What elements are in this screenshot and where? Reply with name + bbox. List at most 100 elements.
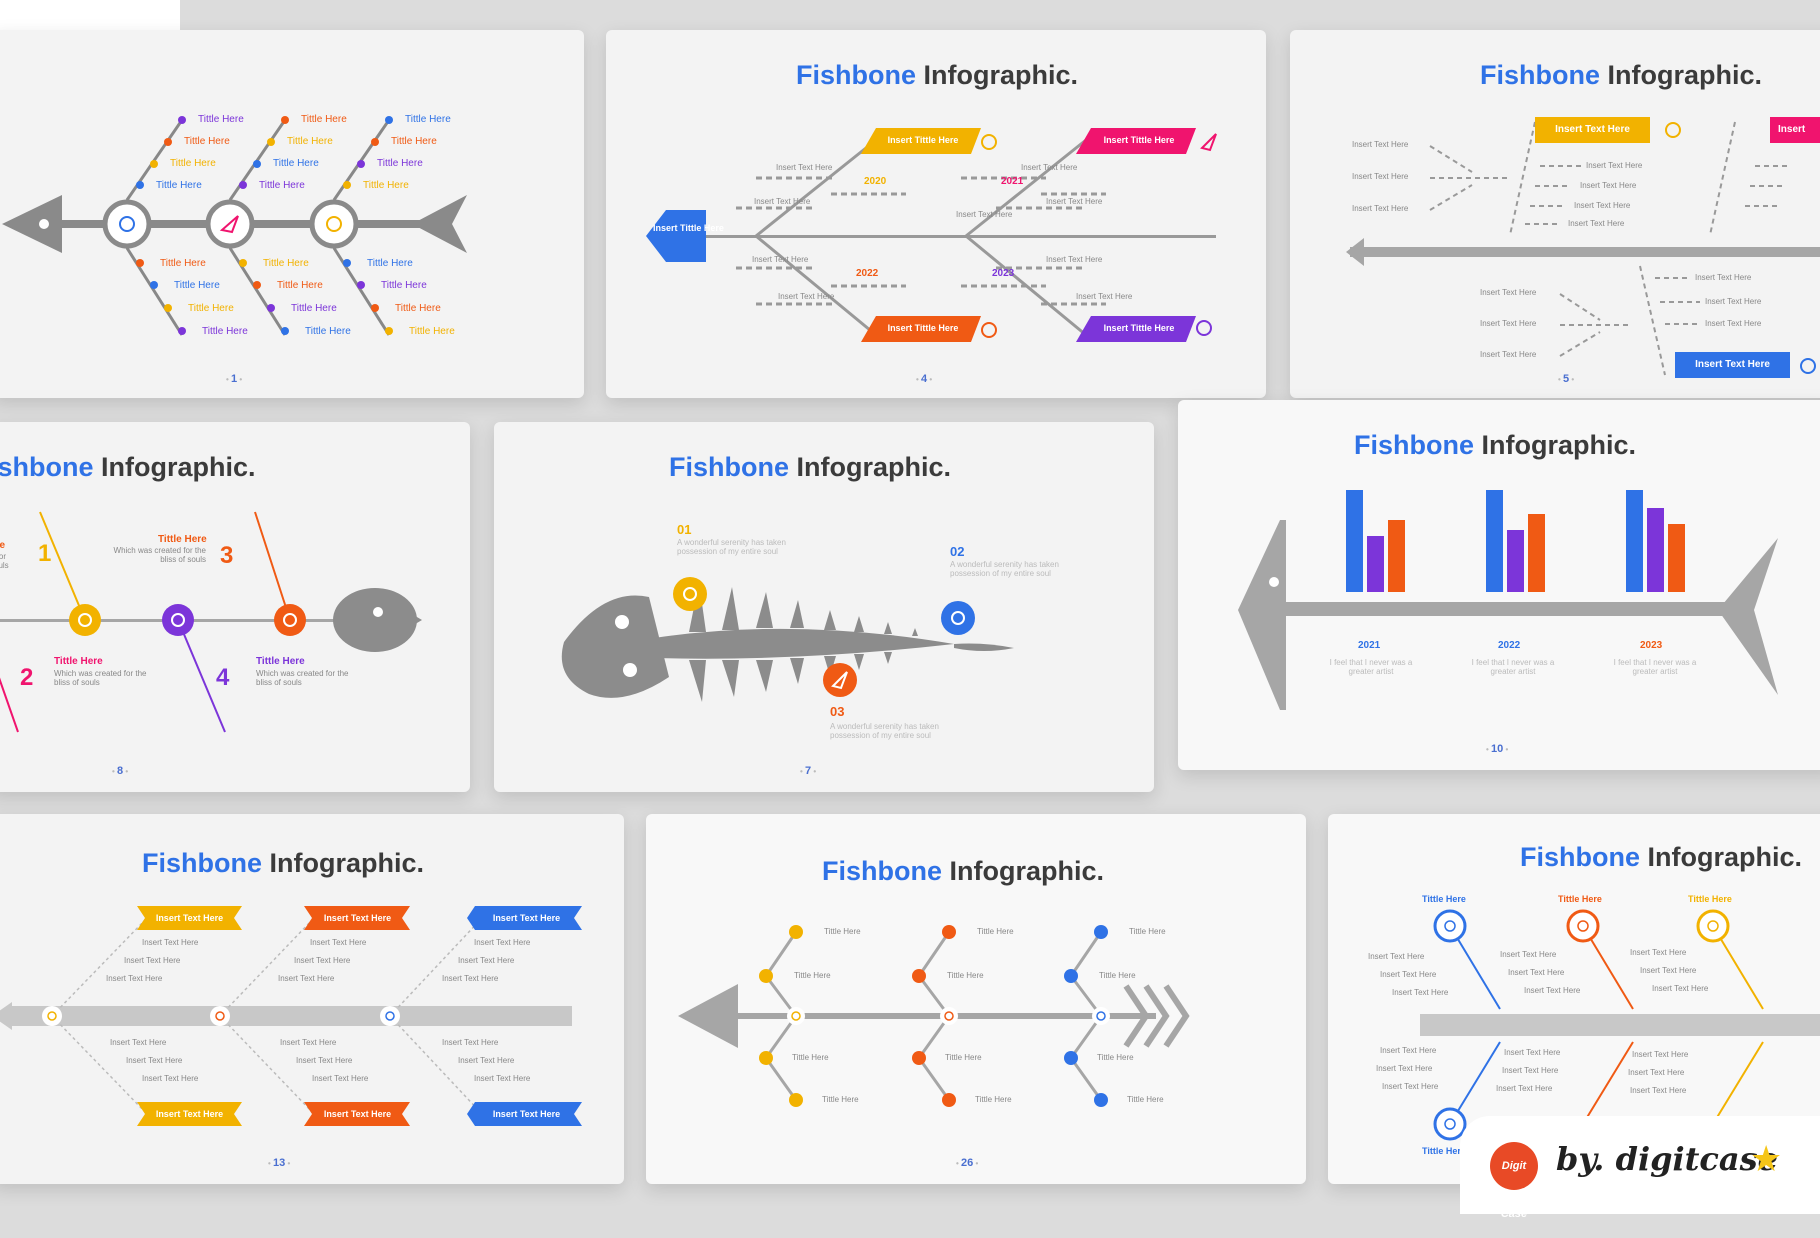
text: Insert Text Here — [1046, 255, 1103, 264]
item-text: Which was created for the bliss of souls — [256, 669, 349, 687]
year: 2020 — [864, 176, 887, 187]
label: Tittle Here — [367, 258, 413, 269]
text: Insert Text Here — [296, 1056, 353, 1065]
year: 2023 — [1640, 640, 1663, 651]
label: Tittle Here — [822, 1095, 859, 1104]
page-number: 5 — [1558, 373, 1574, 385]
label: Tittle Here — [405, 114, 451, 125]
slide-4[interactable]: Fishbone Infographic. Insert Tittle Here… — [606, 30, 1266, 398]
label: Tittle Here — [287, 136, 333, 147]
label: Tittle Here — [395, 303, 441, 314]
text: Insert Text Here — [1568, 219, 1625, 228]
label: Tittle Here — [377, 158, 423, 169]
slide-7-diagram — [561, 577, 1014, 702]
text: Insert Text Here — [458, 956, 515, 965]
page-number: 4 — [916, 373, 932, 385]
num: 03 — [830, 704, 845, 719]
item-title: Tittle Here — [256, 656, 305, 667]
text: Insert Text Here — [458, 1056, 515, 1065]
num: 01 — [677, 522, 692, 537]
text: Insert Text Here — [1640, 966, 1697, 975]
text: Insert Text Here — [280, 1038, 337, 1047]
text: Insert Text Here — [1652, 984, 1709, 993]
text: Insert Text Here — [312, 1074, 369, 1083]
year: 2023 — [992, 268, 1015, 279]
label: Tittle Here — [1558, 894, 1602, 904]
text: Insert Text Here — [1705, 297, 1762, 306]
label: Tittle Here — [202, 326, 248, 337]
label: Tittle Here — [975, 1095, 1012, 1104]
text: Insert Text Here — [106, 974, 163, 983]
year: 2021 — [1358, 640, 1381, 651]
label: Tittle Here — [1097, 1053, 1134, 1062]
item-text: A wonderful serenity has taken possessio… — [950, 560, 1059, 578]
text: Insert Text Here — [1500, 950, 1557, 959]
digitcase-logo-icon: Digit Case — [1490, 1142, 1538, 1220]
text: Insert Text Here — [124, 956, 181, 965]
text: Insert Text Here — [474, 938, 531, 947]
tag: Insert Text Here — [323, 913, 392, 923]
text: Insert Text Here — [1630, 948, 1687, 957]
slide-10[interactable]: Fishbone Infographic. 2021 2022 2023 I f… — [1178, 400, 1820, 770]
caption: I feel that I never was a greater artist — [1613, 658, 1697, 676]
text: Insert Text Here — [752, 255, 809, 264]
text: Insert Text Here — [1392, 988, 1449, 997]
tag: Insert Text Here — [1695, 359, 1770, 370]
label: Tittle Here — [945, 1053, 982, 1062]
star-icon: ★ — [1750, 1138, 1783, 1179]
slide-8-diagram — [0, 511, 422, 733]
slide-5-diagram — [1346, 117, 1820, 378]
slide-7[interactable]: Fishbone Infographic. 01 A wonderful ser… — [494, 422, 1154, 792]
slide-13-diagram — [0, 906, 582, 1126]
tag: Insert Text Here — [492, 913, 561, 923]
label: Tittle Here — [947, 971, 984, 980]
num: 4 — [216, 664, 230, 691]
text: Insert Text Here — [1480, 350, 1537, 359]
text: Insert Text Here — [126, 1056, 183, 1065]
tag: Insert — [1778, 124, 1806, 135]
slide-1[interactable]: Tittle Here Tittle Here Tittle Here Titt… — [0, 30, 584, 398]
text: Insert Text Here — [1632, 1050, 1689, 1059]
text: Insert Text Here — [1376, 1064, 1433, 1073]
slide-title: Fishbone Infographic. — [669, 452, 951, 482]
slide-last-diagram — [1420, 909, 1820, 1141]
label: Tittle Here — [391, 136, 437, 147]
label: Tittle Here — [273, 158, 319, 169]
text: Insert Text Here — [1352, 172, 1409, 181]
item-text: A wonderful serenity has taken possessio… — [830, 722, 939, 740]
label: Tittle Here — [1127, 1095, 1164, 1104]
item-text: Which was created for the bliss of souls — [113, 546, 206, 564]
text: Insert Text Here — [1380, 1046, 1437, 1055]
slide-5[interactable]: Fishbone Infographic. Insert Text Here I… — [1290, 30, 1820, 398]
label: Tittle Here — [291, 303, 337, 314]
num: 2 — [20, 664, 34, 691]
text: Insert Text Here — [1496, 1084, 1553, 1093]
year: 2021 — [1001, 176, 1024, 187]
text: Insert Text Here — [1580, 181, 1637, 190]
text: Insert Text Here — [1504, 1048, 1561, 1057]
label: Tittle Here — [409, 326, 455, 337]
tag: Insert Text Here — [155, 1109, 224, 1119]
cut-title: ere — [0, 540, 6, 551]
slide-title: Fishbone Infographic. — [142, 848, 424, 878]
slide-13[interactable]: Fishbone Infographic. Insert Text Here I… — [0, 814, 624, 1184]
num: 02 — [950, 544, 965, 559]
slide-8[interactable]: ishbone Infographic. ere d for souls 1 2… — [0, 422, 470, 792]
cut-text: d for souls — [0, 552, 9, 570]
slide-title: Fishbone Infographic. — [1520, 842, 1802, 872]
slide-1-diagram — [2, 116, 467, 336]
num: 3 — [220, 542, 234, 569]
caption: I feel that I never was a greater artist — [1329, 658, 1413, 676]
label: Tittle Here — [305, 326, 351, 337]
label: Tittle Here — [1099, 971, 1136, 980]
label: Tittle Here — [794, 971, 831, 980]
brand-badge[interactable]: Digit Case by. digitcase ★ — [1460, 1116, 1820, 1220]
label: Tittle Here — [184, 136, 230, 147]
text: Insert Text Here — [442, 974, 499, 983]
label: Tittle Here — [174, 280, 220, 291]
text: Insert Text Here — [310, 938, 367, 947]
label: Tittle Here — [1129, 927, 1166, 936]
label: Tittle Here — [1688, 894, 1732, 904]
slide-26[interactable]: Fishbone Infographic. Tittle Here Tittle… — [646, 814, 1306, 1184]
slide-26-diagram — [678, 925, 1190, 1107]
